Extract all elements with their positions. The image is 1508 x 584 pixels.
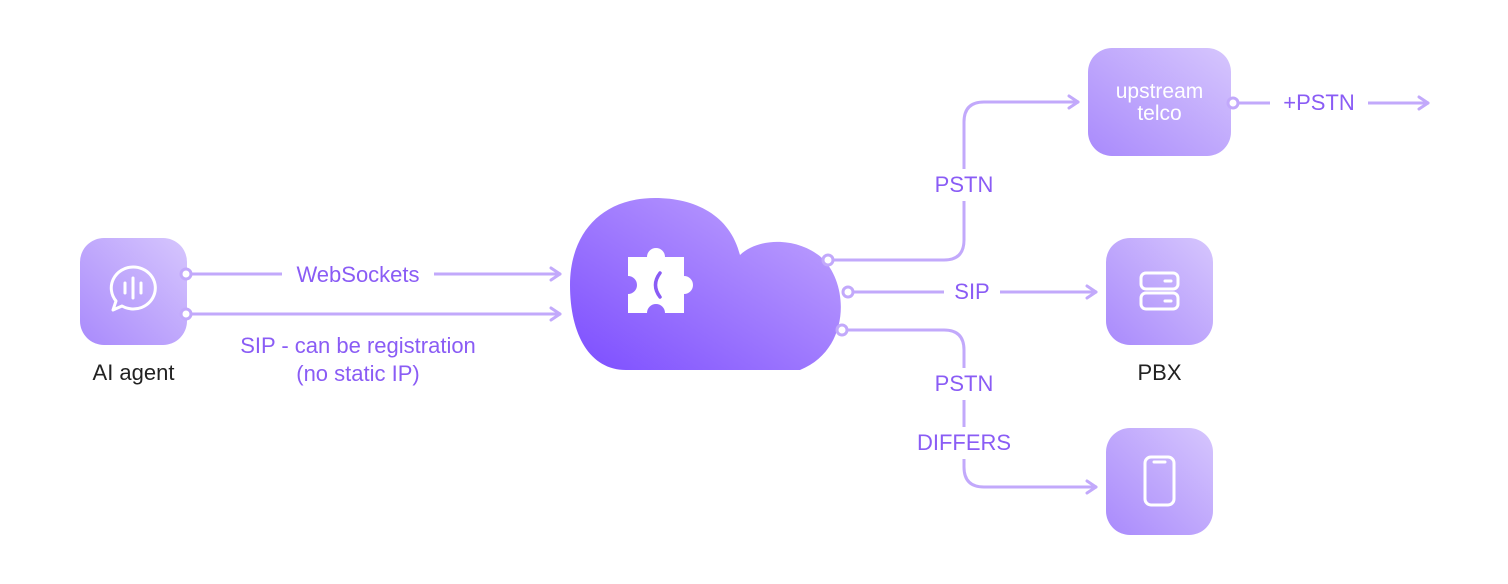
edge-label-differs: DIFFERS	[910, 427, 1018, 459]
arrowhead-sip-registration	[549, 306, 562, 322]
edge-label-sip-pbx: SIP	[944, 279, 1000, 305]
edge-label-plus-pstn: +PSTN	[1270, 90, 1368, 116]
edge-label-pstn-bottom: PSTN	[924, 368, 1004, 400]
port-dot-hub-top	[821, 253, 835, 267]
edge-pstn-mobile	[840, 328, 1098, 489]
edge-label-websockets: WebSockets	[282, 262, 434, 288]
port-dot-upstream	[1226, 96, 1240, 110]
arrowhead-plus-pstn	[1417, 95, 1430, 111]
puzzle-phone-icon	[628, 248, 693, 313]
port-dot-ai-bottom	[179, 307, 193, 321]
port-dot-ai-top	[179, 267, 193, 281]
port-dot-hub-bottom	[835, 323, 849, 337]
edge-label-pstn-top: PSTN	[924, 169, 1004, 201]
arrowhead-pstn-mobile	[1085, 479, 1098, 495]
pbx-node	[1106, 238, 1213, 345]
sip-registration-line1: SIP - can be registration	[240, 333, 476, 358]
upstream-label-line2: telco	[1137, 102, 1182, 125]
smartphone-icon	[1143, 455, 1176, 507]
upstream-label-line1: upstream	[1115, 80, 1204, 103]
server-icon	[1139, 271, 1180, 311]
port-dot-hub-middle	[841, 285, 855, 299]
ai-agent-node	[80, 238, 187, 345]
upstream-telco-node	[1088, 48, 1231, 156]
edge-label-sip-registration: SIP - can be registration (no static IP)	[218, 333, 498, 387]
sip-registration-line2: (no static IP)	[296, 361, 420, 386]
arrowhead-websockets	[549, 266, 562, 282]
pbx-caption: PBX	[1137, 360, 1182, 385]
arrowhead-sip-pbx	[1085, 284, 1098, 300]
arrowhead-pstn-upstream	[1067, 94, 1080, 110]
upstream-telco-label: upstream telco	[1088, 81, 1231, 125]
cloud-hub	[570, 198, 841, 370]
mobile-node	[1106, 428, 1213, 535]
ai-agent-caption: AI agent	[92, 360, 175, 385]
chat-bubble-icon	[109, 265, 157, 312]
